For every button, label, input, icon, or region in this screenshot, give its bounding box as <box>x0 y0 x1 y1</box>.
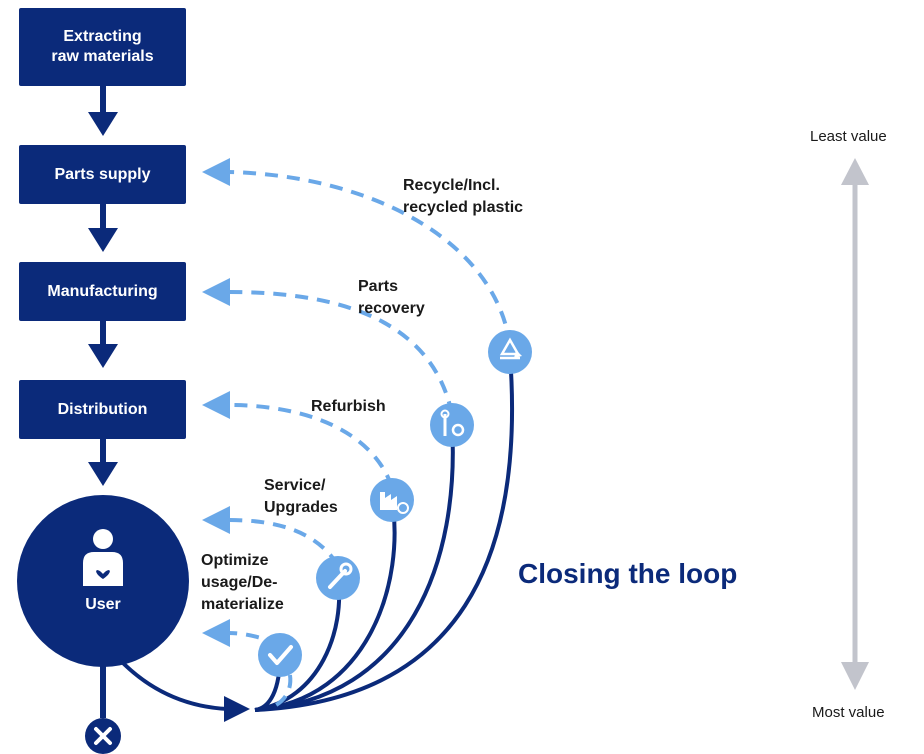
flow-down-arrows <box>88 86 118 486</box>
check-icon <box>258 633 302 677</box>
optimize-lower-dash <box>269 674 293 710</box>
loop-arrow-heads <box>202 158 230 647</box>
arrow-extract-to-parts <box>88 86 118 136</box>
wrench-gear-icon <box>430 403 474 447</box>
arrow-manufacturing-to-distribution <box>88 321 118 368</box>
stage-parts-supply-label: Parts supply <box>54 165 151 183</box>
label-parts-recovery: Parts recovery <box>358 276 425 320</box>
stage-manufacturing: Manufacturing <box>19 262 186 321</box>
label-optimize: Optimize usage/De- materialize <box>201 550 284 616</box>
label-optimize-line1: Optimize <box>201 552 269 569</box>
factory-refresh-icon <box>370 478 414 522</box>
stage-user-label: User <box>85 596 121 613</box>
stage-manufacturing-label: Manufacturing <box>47 282 158 300</box>
stage-extracting-raw-materials: Extracting raw materials <box>19 8 186 86</box>
stage-extracting-line2: raw materials <box>51 48 154 65</box>
close-icon <box>85 718 121 754</box>
label-recycle: Recycle/Incl. recycled plastic <box>403 175 523 219</box>
parts-recovery-return-path <box>227 290 454 415</box>
label-refurbish: Refurbish <box>311 396 386 418</box>
label-optimize-line3: materialize <box>201 596 284 613</box>
stage-distribution: Distribution <box>19 380 186 439</box>
value-axis-bottom-label: Most value <box>812 704 885 721</box>
label-refurbish-text: Refurbish <box>311 398 386 415</box>
arrow-distribution-to-user <box>88 439 118 486</box>
recycle-return-path <box>227 170 512 346</box>
person-heart-icon <box>83 529 123 586</box>
closing-the-loop-title: Closing the loop <box>518 558 738 589</box>
stage-parts-supply: Parts supply <box>19 145 186 204</box>
arrow-parts-to-manufacturing <box>88 204 118 252</box>
label-parts-recovery-line1: Parts <box>358 278 399 295</box>
stage-distribution-label: Distribution <box>57 400 148 418</box>
label-parts-recovery-line2: recovery <box>358 300 425 317</box>
recycle-icon <box>488 330 532 374</box>
wrench-icon <box>316 556 360 600</box>
label-service-upgrades: Service/ Upgrades <box>264 475 338 519</box>
user-to-loop-arrow <box>118 658 229 711</box>
label-recycle-line1: Recycle/Incl. <box>403 177 500 194</box>
label-optimize-line2: usage/De- <box>201 574 278 591</box>
label-service-line2: Upgrades <box>264 499 338 516</box>
value-axis <box>841 158 869 690</box>
label-service-line1: Service/ <box>264 477 326 494</box>
refurbish-return-path <box>227 403 394 488</box>
value-axis-top-label: Least value <box>810 128 887 145</box>
stage-extracting-line1: Extracting <box>63 28 142 45</box>
label-recycle-line2: recycled plastic <box>403 199 524 216</box>
